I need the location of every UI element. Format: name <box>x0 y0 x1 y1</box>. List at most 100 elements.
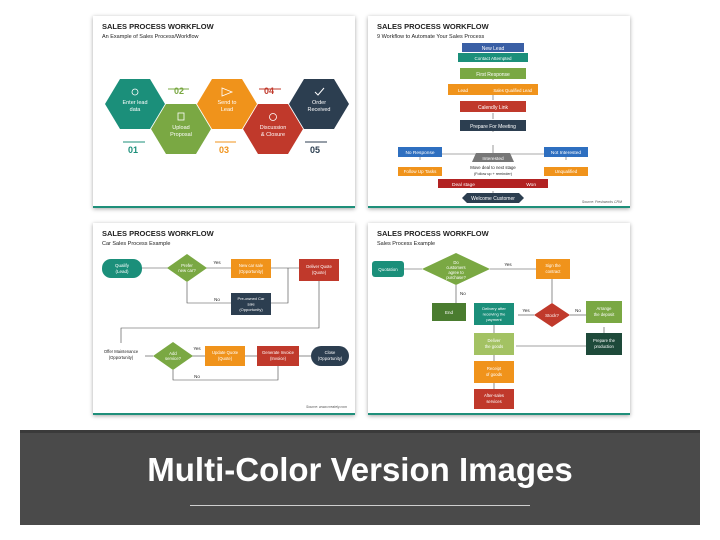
automation-flowchart: New Lead Contact Attempted First Respons… <box>398 43 588 203</box>
arrange-deposit-node <box>586 301 622 323</box>
user-icon <box>131 88 139 96</box>
step-number-02: 02 <box>174 86 184 96</box>
svg-text:Interested: Interested <box>482 156 504 162</box>
slide-thumbnail-1[interactable]: SALES PROCESS WORKFLOW An Example of Sal… <box>93 16 355 208</box>
yes-label: Yes <box>213 260 221 265</box>
hexagon-step-5 <box>289 79 349 129</box>
deliver-quote-node <box>299 259 339 281</box>
step-number-03: 03 <box>219 145 229 155</box>
follow-up-tasks-box <box>398 167 442 176</box>
send-icon <box>221 87 234 97</box>
bottom-banner: Multi-Color Version Images <box>20 430 700 525</box>
prepare-production-node <box>586 333 622 355</box>
svg-text:Update Quote(Quote): Update Quote(Quote) <box>212 350 239 361</box>
first-response-box <box>460 68 526 79</box>
svg-text:Welcome Customer: Welcome Customer <box>471 196 515 202</box>
no-label: No <box>214 297 220 302</box>
svg-text:Follow Up Tasks: Follow Up Tasks <box>404 169 437 174</box>
receipt-goods-node <box>474 361 514 383</box>
slide-subtitle: An Example of Sales Process/Workflow <box>102 34 199 40</box>
svg-text:Generate Invoice(Invoice): Generate Invoice(Invoice) <box>262 350 295 361</box>
slide-thumbnail-2[interactable]: SALES PROCESS WORKFLOW 9 Workflow to Aut… <box>368 16 630 208</box>
deal-stage-bar <box>438 179 548 188</box>
new-car-sale-node <box>231 259 271 278</box>
svg-text:Deliver Quote(Quote): Deliver Quote(Quote) <box>306 264 332 275</box>
svg-text:Stock?: Stock? <box>545 313 559 318</box>
after-sales-node <box>474 389 514 409</box>
end-node <box>432 303 466 321</box>
move-deal-text: Move deal to next stage <box>470 165 516 170</box>
step-number-05: 05 <box>310 145 320 155</box>
slide-thumbnail-4[interactable]: SALES PROCESS WORKFLOW Sales Process Exa… <box>368 223 630 415</box>
hexagon-step-4 <box>243 104 303 154</box>
add-service-diamond <box>153 342 193 370</box>
svg-text:End: End <box>445 310 454 315</box>
hexagon-step-2 <box>151 104 211 154</box>
svg-text:Lead: Lead <box>458 88 469 93</box>
slide-subtitle: Sales Process Example <box>377 241 436 247</box>
handshake-icon <box>269 113 277 121</box>
hex-label-4: Discussion& Closure <box>260 125 287 138</box>
sign-contract-node <box>536 259 570 279</box>
generate-invoice-node <box>257 346 299 366</box>
deliver-goods-node <box>474 333 514 355</box>
new-lead-box <box>462 43 524 52</box>
prepare-meeting-box <box>460 120 526 131</box>
svg-text:No Response: No Response <box>405 150 434 156</box>
contact-attempted-box <box>458 53 528 62</box>
svg-text:Qualify(Lead): Qualify(Lead) <box>115 263 130 274</box>
prefer-new-diamond <box>167 254 207 282</box>
checkmark-icon <box>314 87 325 96</box>
delivery-after-node <box>474 303 514 325</box>
svg-text:Deal stage: Deal stage <box>452 182 475 188</box>
update-quote-node <box>205 346 245 366</box>
qualify-node <box>102 259 142 278</box>
no-label-2: No <box>194 374 200 379</box>
preowned-node <box>231 293 271 315</box>
banner-title: Multi-Color Version Images <box>147 451 573 488</box>
no-label-2: No <box>575 308 581 313</box>
hexagon-step-1 <box>105 79 165 129</box>
svg-text:Prepare For Meeting: Prepare For Meeting <box>470 124 516 130</box>
calendly-link-box <box>460 101 526 112</box>
svg-text:Quotation: Quotation <box>378 267 398 272</box>
svg-text:Calendly Link: Calendly Link <box>478 105 509 111</box>
customers-agree-diamond <box>422 253 490 285</box>
interested-box <box>472 153 514 162</box>
source-note: Source: www.creately.com <box>306 405 347 409</box>
stock-diamond <box>534 303 570 327</box>
svg-text:Contact Attempted: Contact Attempted <box>474 56 512 61</box>
no-label: No <box>460 291 466 296</box>
yes-label: Yes <box>504 262 512 267</box>
quotation-node <box>372 261 404 277</box>
banner-divider <box>190 505 530 506</box>
svg-text:New car sale(Opportunity): New car sale(Opportunity) <box>239 263 264 274</box>
source-note: Source: Freshworks CRM <box>581 200 622 204</box>
svg-text:Won: Won <box>526 182 536 188</box>
unqualified-box <box>544 167 588 176</box>
slide-thumbnail-3[interactable]: SALES PROCESS WORKFLOW Car Sales Process… <box>93 223 355 415</box>
svg-text:Close(Opportunity): Close(Opportunity) <box>318 350 343 361</box>
svg-text:Sales Qualified Lead: Sales Qualified Lead <box>493 88 532 93</box>
slide-subtitle: Car Sales Process Example <box>102 241 171 247</box>
step-number-04: 04 <box>264 86 274 96</box>
yes-label-2: Yes <box>522 308 530 313</box>
slide-title: SALES PROCESS WORKFLOW <box>102 229 214 238</box>
svg-text:First Response: First Response <box>476 72 510 78</box>
slide-title: SALES PROCESS WORKFLOW <box>377 229 489 238</box>
not-interested-box <box>544 147 588 157</box>
slide-subtitle: 9 Workflow to Automate Your Sales Proces… <box>377 34 485 40</box>
